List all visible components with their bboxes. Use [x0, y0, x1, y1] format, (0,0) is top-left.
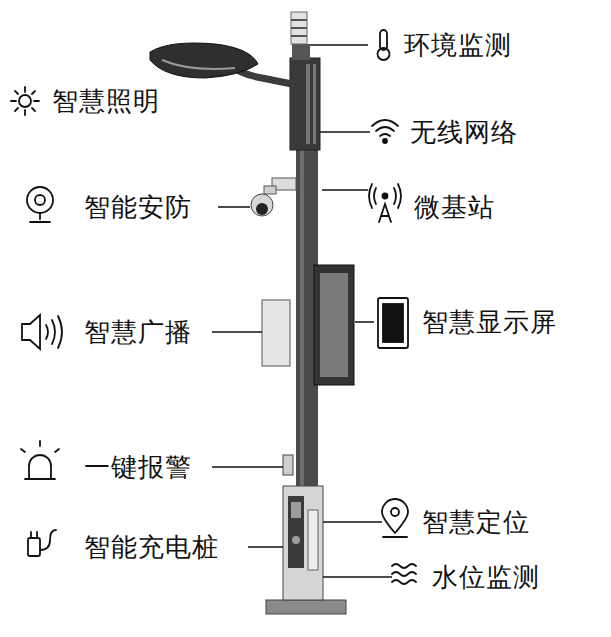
speaker-icon — [22, 315, 62, 349]
plug-body — [28, 538, 40, 556]
camera-arm — [264, 186, 276, 194]
pin-hole — [391, 508, 399, 516]
pole-cap — [292, 44, 310, 60]
wave-lines — [392, 564, 416, 584]
callout-label: 水位监测 — [432, 561, 540, 593]
base-plate — [266, 600, 346, 614]
module-strip — [306, 64, 310, 144]
callout-label: 智慧显示屏 — [422, 306, 557, 338]
screen-panel — [320, 273, 348, 377]
wave-icon — [392, 564, 416, 584]
top-module — [290, 58, 320, 150]
leader-line — [320, 131, 370, 133]
camera-outer — [27, 187, 53, 213]
sensor-body — [291, 12, 307, 44]
callout-label: 智慧广播 — [84, 316, 192, 348]
leader-line — [212, 466, 283, 468]
charger-screen — [291, 502, 301, 518]
charger-socket — [292, 536, 300, 544]
sensor-band — [291, 35, 307, 37]
smart-pole — [150, 12, 354, 614]
camera-stand — [30, 213, 50, 222]
camera-lens — [256, 203, 268, 215]
callout-label: 智慧照明 — [52, 85, 160, 117]
wifi-icon — [372, 120, 398, 143]
camera-icon — [27, 187, 53, 222]
sun-rays — [11, 87, 39, 115]
sun-core — [19, 95, 31, 107]
icons — [11, 30, 416, 584]
antenna-icon — [369, 184, 401, 222]
leader-line — [212, 331, 262, 333]
callout-label: 环境监测 — [404, 29, 512, 61]
speaker-body — [22, 315, 40, 349]
thermometer-tube — [380, 30, 387, 50]
leader-line — [322, 189, 368, 191]
security-camera — [251, 178, 296, 216]
sensor-band — [291, 19, 307, 21]
lamp-head — [150, 43, 258, 78]
leader-line — [323, 521, 382, 523]
module-strip — [313, 64, 316, 144]
antenna-dot — [383, 194, 388, 199]
cabinet-slot — [308, 510, 318, 570]
plug-icon — [28, 530, 56, 556]
thermometer-bulb — [378, 48, 390, 60]
callout-label: 无线网络 — [410, 116, 518, 148]
screen-frame — [314, 265, 354, 385]
alarm-icon — [21, 441, 59, 479]
camera-dome — [251, 194, 273, 216]
environment-sensor — [291, 12, 307, 44]
tablet-screen — [383, 304, 403, 342]
leader-line — [248, 546, 283, 548]
broadcast-speaker — [262, 300, 290, 366]
alarm-dome — [25, 455, 55, 479]
display-screen — [314, 265, 354, 385]
leader-line — [323, 576, 392, 578]
leader-line — [310, 44, 368, 46]
alarm-button — [283, 455, 293, 475]
leader-line — [218, 206, 250, 208]
plug-prongs — [31, 530, 56, 550]
sun-icon — [11, 87, 39, 115]
leader-line — [355, 321, 374, 323]
leader-lines — [212, 45, 392, 577]
tablet-icon — [378, 298, 408, 348]
wifi-arcs — [372, 120, 398, 136]
callout-label: 一键报警 — [84, 451, 192, 483]
callout-label: 智慧定位 — [422, 506, 530, 538]
wifi-dot — [383, 139, 387, 143]
pin-icon — [382, 499, 408, 537]
thermometer-icon — [378, 30, 390, 60]
camera-inner — [35, 195, 45, 205]
cabinet-body — [283, 486, 323, 600]
pin-shape — [382, 499, 408, 533]
tablet-frame — [378, 298, 408, 348]
sensor-band — [291, 27, 307, 29]
callout-label: 微基站 — [414, 191, 495, 223]
lamp-lens — [162, 60, 235, 69]
alarm-rays — [21, 441, 59, 452]
charging-cabinet — [283, 486, 323, 600]
antenna-mast — [379, 204, 391, 222]
speaker-waves — [46, 316, 62, 348]
callout-label: 智能充电桩 — [84, 531, 219, 563]
callout-label: 智能安防 — [84, 191, 192, 223]
charger-panel — [288, 496, 304, 568]
pin-base — [383, 536, 407, 538]
